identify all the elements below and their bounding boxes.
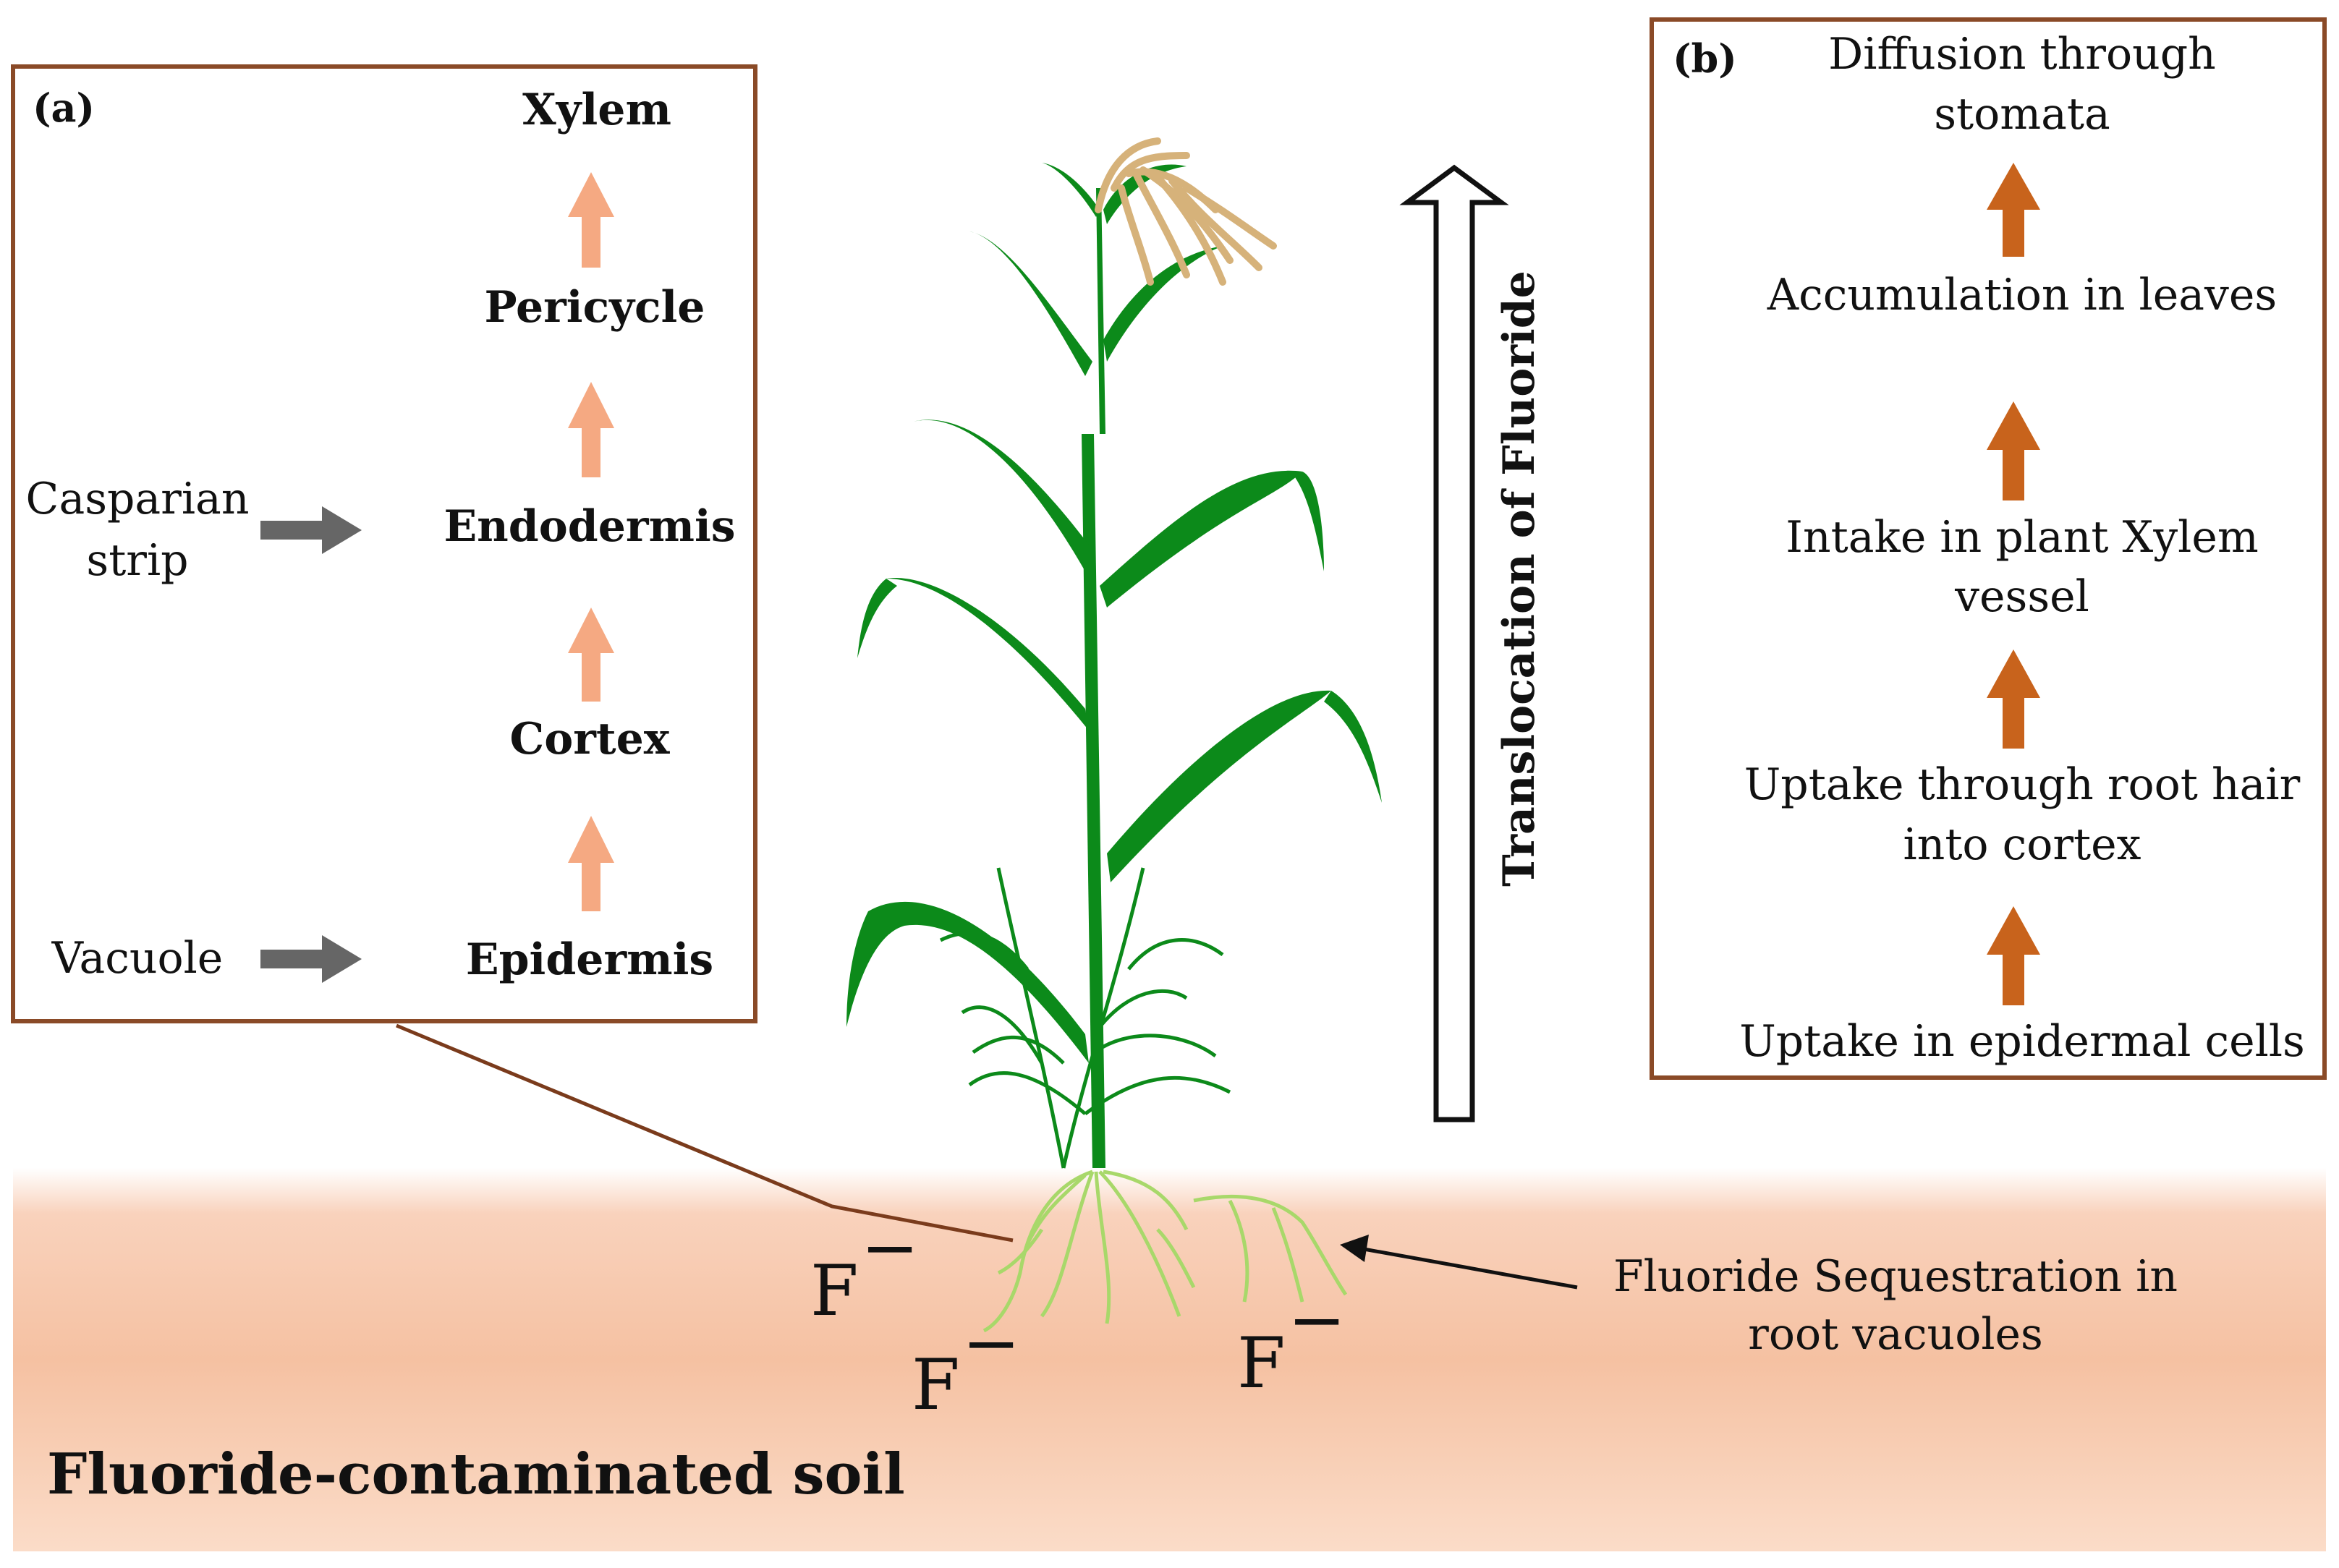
fluoride-ion-1: F − [810,1207,919,1331]
sequestration-pointer-head [1340,1235,1369,1262]
fluoride-ion-3-symbol: F [1237,1323,1286,1404]
sequestration-label-line1: Fluoride Sequestration in [1613,1251,2178,1302]
casparian-label-line1: Casparian [26,474,250,524]
fluoride-ion-1-charge: − [861,1207,919,1288]
panel-b-label: (b) [1673,35,1737,82]
step-uptake-epidermal: Uptake in epidermal cells [1739,1016,2305,1067]
vacuole-label: Vacuole [51,933,224,984]
fluoride-ion-1-symbol: F [810,1250,859,1331]
panel-b-box [1650,17,2327,1080]
fluoride-ion-2: F − [912,1303,1020,1426]
step-diffusion-line2: stomata [1934,89,2110,140]
arrow-accumulation-to-diffusion [1987,163,2040,257]
arrow-epidermis-to-cortex [568,816,614,911]
arrow-epidermal-to-uptake-root [1987,906,2040,1005]
sequestration-pointer-line [1363,1247,1578,1290]
step-diffusion-line1: Diffusion through [1828,29,2216,80]
step-intake-line1: Intake in plant Xylem [1786,512,2258,563]
layer-epidermis: Epidermis [466,934,713,985]
fluoride-ion-3-charge: − [1288,1279,1346,1360]
arrow-cortex-to-endodermis [568,608,614,702]
step-uptake-root-line1: Uptake through root hair [1744,759,2301,810]
panel-a-box [11,64,757,1023]
translocation-arrow [1399,164,1509,1122]
layer-pericycle: Pericycle [485,282,705,333]
panel-a-connector-line [396,1023,1014,1243]
soil-label: Fluoride-contaminated soil [47,1441,905,1507]
tassel [1095,137,1277,286]
soil-band [13,1168,2326,1551]
translocation-label: Translocation of Fluoride [1494,270,1545,887]
arrow-uptake-root-to-intake [1987,649,2040,749]
panel-a: (a) Xylem Pericycle Endodermis Cortex Ep… [11,64,757,1023]
step-accumulation: Accumulation in leaves [1767,270,2277,320]
casparian-arrow [260,506,362,554]
fluoride-ion-2-symbol: F [912,1345,960,1426]
sequestration-label-line2: root vacuoles [1748,1309,2043,1360]
step-intake-line2: vessel [1954,571,2089,622]
arrow-endodermis-to-pericycle [568,382,614,477]
layer-xylem: Xylem [522,85,671,135]
layer-endodermis: Endodermis [443,501,735,552]
panel-a-label: (a) [33,85,95,131]
arrow-pericycle-to-xylem [568,172,614,268]
step-uptake-root-line2: into cortex [1903,819,2141,870]
casparian-label-line2: strip [86,535,188,586]
fluoride-ion-3: F − [1237,1279,1346,1404]
roots [982,1169,1348,1333]
panel-b: (b) Diffusion through stomata Accumulati… [1650,17,2327,1080]
vacuole-arrow [260,935,362,983]
arrow-intake-to-accumulation [1987,401,2040,500]
layer-cortex: Cortex [509,714,670,764]
fluoride-ion-2-charge: − [962,1303,1020,1384]
plant-illustration [846,137,1382,1333]
